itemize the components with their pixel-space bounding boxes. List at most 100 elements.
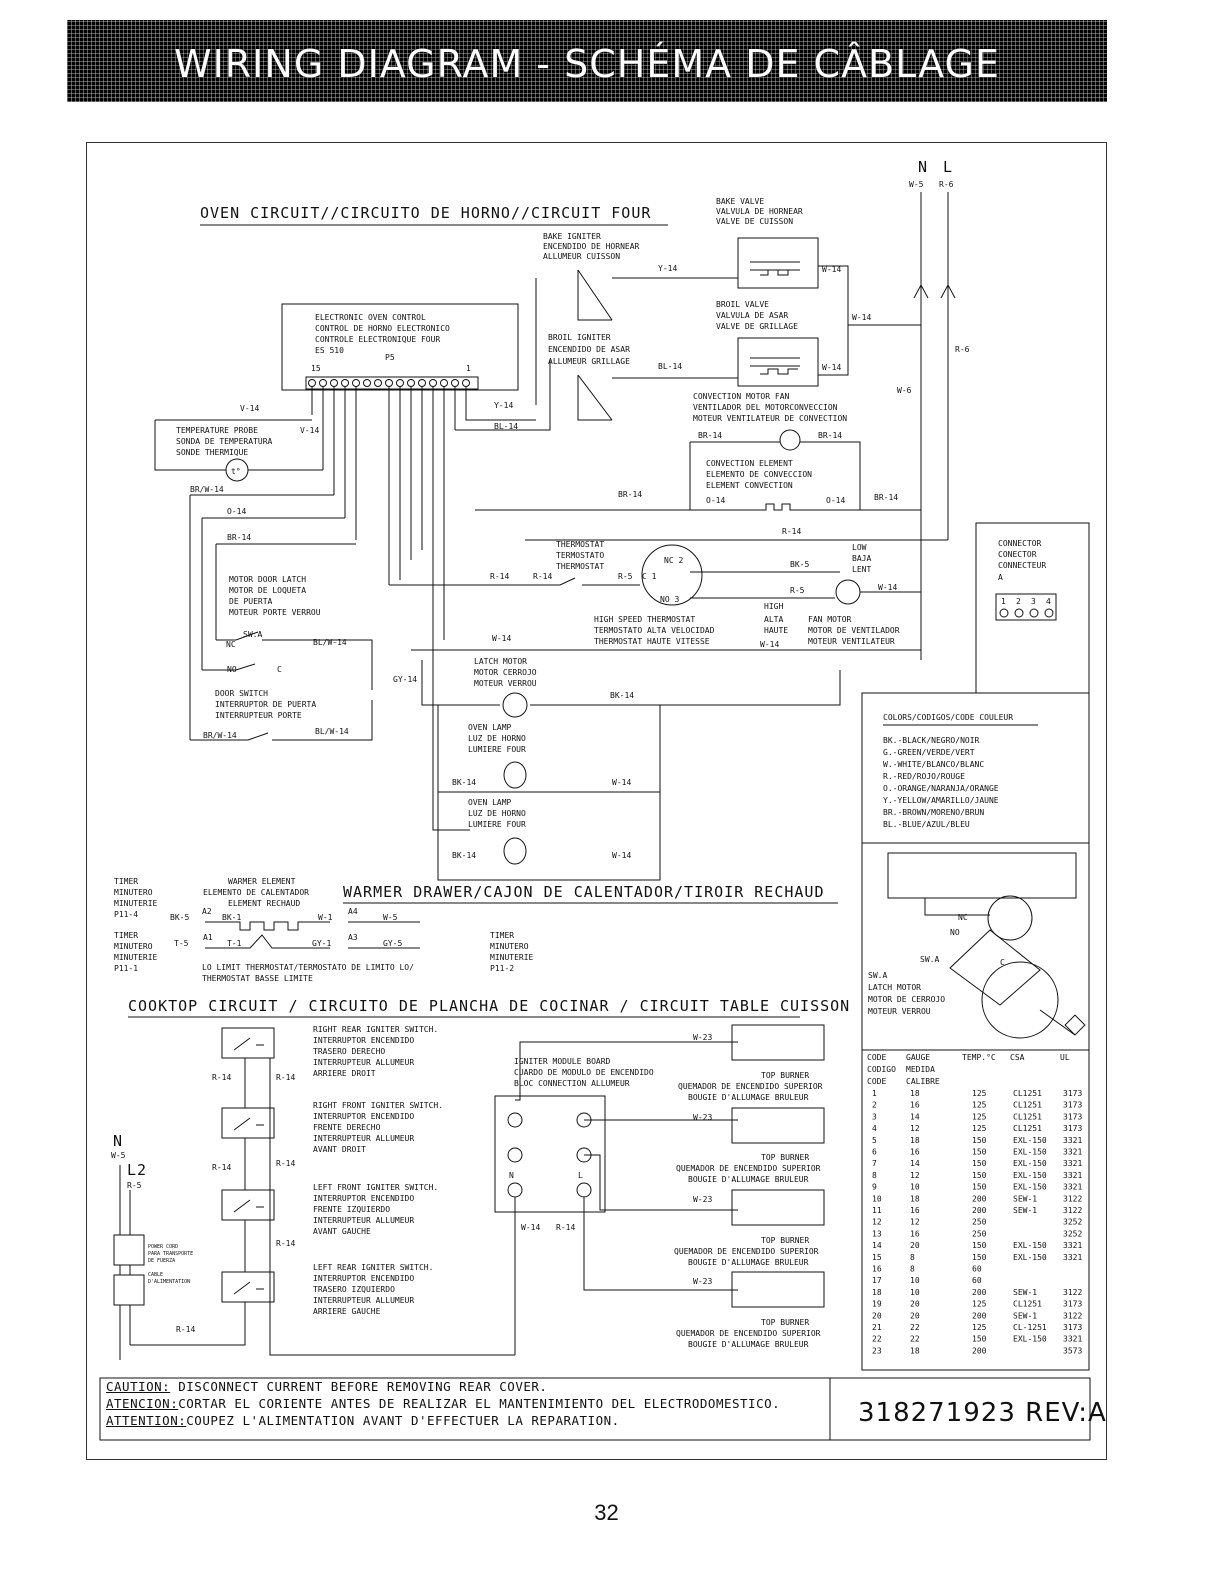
svg-text:INTERRUPTEUR ALLUMEUR: INTERRUPTEUR ALLUMEUR <box>313 1134 414 1143</box>
svg-text:W-14: W-14 <box>760 640 779 649</box>
gauge-cell: 12 <box>910 1171 920 1180</box>
thermostat: THERMOSTAT TERMOSTATO THERMOSTAT R-14 R-… <box>389 540 715 646</box>
svg-text:SONDE THERMIQUE: SONDE THERMIQUE <box>176 448 248 457</box>
gauge-cell: 3321 <box>1063 1159 1082 1168</box>
svg-text:BOUGIE D'ALLUMAGE BRULEUR: BOUGIE D'ALLUMAGE BRULEUR <box>688 1340 809 1349</box>
latch-motor-inset: NC NO C SW.A SW.A LATCH MOTOR MOTOR DE C… <box>861 842 1090 1051</box>
gauge-cell: 200 <box>972 1311 987 1320</box>
svg-text:MINUTERO: MINUTERO <box>114 942 153 951</box>
gauge-cell: 3321 <box>1063 1335 1082 1344</box>
title-banner: WIRING DIAGRAM - SCHÉMA DE CÂBLAGE <box>67 20 1107 102</box>
gauge-cell: 60 <box>972 1276 982 1285</box>
svg-text:BLOC CONNECTION ALLUMEUR: BLOC CONNECTION ALLUMEUR <box>514 1079 630 1088</box>
gauge-cell: 150 <box>972 1183 987 1192</box>
svg-text:BK-5: BK-5 <box>790 560 809 569</box>
w6-label: W-6 <box>897 386 912 395</box>
svg-text:R-5: R-5 <box>790 586 805 595</box>
gauge-cell: 150 <box>972 1335 987 1344</box>
gauge-cell: 3321 <box>1063 1136 1082 1145</box>
svg-text:BL/W-14: BL/W-14 <box>313 638 347 647</box>
part-number-box <box>829 1377 1091 1441</box>
svg-text:INTERRUPTOR ENCENDIDO: INTERRUPTOR ENCENDIDO <box>313 1274 414 1283</box>
svg-text:BROIL VALVE: BROIL VALVE <box>716 300 769 309</box>
svg-text:L2: L2 <box>127 1161 147 1179</box>
gauge-cell: 3321 <box>1063 1241 1082 1250</box>
bake-valve: BAKE VALVE VALVULA DE HORNEAR VALVE DE C… <box>716 197 841 289</box>
gauge-cell: 3321 <box>1063 1171 1082 1180</box>
svg-text:BR-14: BR-14 <box>874 493 898 502</box>
gauge-cell: 22 <box>872 1335 882 1344</box>
gauge-cell: 125 <box>972 1124 987 1133</box>
svg-text:CONVECTION ELEMENT: CONVECTION ELEMENT <box>706 459 793 468</box>
gauge-cell: EXL-150 <box>1013 1335 1047 1344</box>
svg-text:TOP BURNER: TOP BURNER <box>761 1318 809 1327</box>
gauge-cell: 125 <box>972 1323 987 1332</box>
bake-igniter: BAKE IGNITER ENCENDIDO DE HORNEAR ALLUME… <box>535 232 738 405</box>
svg-text:G.-GREEN/VERDE/VERT: G.-GREEN/VERDE/VERT <box>883 748 975 757</box>
cooktop-circuit: COOKTOP CIRCUIT / CIRCUITO DE PLANCHA DE… <box>111 997 849 1360</box>
svg-text:TRASERO IZQUIERDO: TRASERO IZQUIERDO <box>313 1285 395 1294</box>
svg-text:BROIL IGNITER: BROIL IGNITER <box>548 333 611 342</box>
gauge-cell: 16 <box>910 1229 920 1238</box>
gauge-cell: 17 <box>872 1276 882 1285</box>
gauge-cell: 3122 <box>1063 1194 1082 1203</box>
gauge-header: UL <box>1060 1053 1070 1062</box>
svg-text:T-1: T-1 <box>227 939 242 948</box>
gauge-cell: 18 <box>910 1194 920 1203</box>
gauge-cell: 10 <box>910 1183 920 1192</box>
svg-text:ENCENDIDO DE HORNEAR: ENCENDIDO DE HORNEAR <box>543 242 640 251</box>
svg-text:TIMER: TIMER <box>114 877 138 886</box>
svg-text:O-14: O-14 <box>227 507 246 516</box>
gauge-table-frame <box>861 1049 1090 1371</box>
svg-text:GY-5: GY-5 <box>383 939 402 948</box>
svg-text:BK-14: BK-14 <box>610 691 634 700</box>
svg-text:NO: NO <box>950 928 960 937</box>
svg-text:1: 1 <box>466 364 471 373</box>
gauge-cell: 18 <box>910 1346 920 1355</box>
svg-text:C 1: C 1 <box>642 572 657 581</box>
svg-text:VALVE DE CUISSON: VALVE DE CUISSON <box>716 217 793 226</box>
gauge-cell: 18 <box>910 1136 920 1145</box>
svg-text:BR-14: BR-14 <box>818 431 842 440</box>
svg-text:SW.A: SW.A <box>868 971 887 980</box>
gauge-cell: 16 <box>910 1101 920 1110</box>
svg-text:QUEMADOR DE ENCENDIDO SUPERIOR: QUEMADOR DE ENCENDIDO SUPERIOR <box>676 1329 821 1338</box>
gauge-cell: 18 <box>910 1089 920 1098</box>
svg-text:LUMIERE FOUR: LUMIERE FOUR <box>468 745 526 754</box>
gauge-cell: SEW-1 <box>1013 1194 1037 1203</box>
gauge-cell: 16 <box>872 1265 882 1274</box>
gauge-cell: 3573 <box>1063 1346 1082 1355</box>
l-label: L <box>943 158 953 176</box>
svg-text:SW.A: SW.A <box>243 630 262 639</box>
svg-text:ARRIERE GAUCHE: ARRIERE GAUCHE <box>313 1307 381 1316</box>
svg-text:MINUTERIE: MINUTERIE <box>114 899 158 908</box>
n-wire: W-5 <box>909 180 924 189</box>
gauge-header: CODIGO <box>867 1065 896 1074</box>
oven-circuit-heading: OVEN CIRCUIT//CIRCUITO DE HORNO//CIRCUIT… <box>200 204 651 222</box>
fan-motor: BK-5 R-5 LOW BAJA LENT HIGH ALTA HAUTE W… <box>411 543 921 651</box>
svg-text:2: 2 <box>1016 597 1021 606</box>
svg-text:MINUTERO: MINUTERO <box>114 888 153 897</box>
svg-text:V-14: V-14 <box>300 426 319 435</box>
svg-text:W-1: W-1 <box>318 913 333 922</box>
svg-text:W-14: W-14 <box>822 265 841 274</box>
svg-text:INTERRUPTOR ENCENDIDO: INTERRUPTOR ENCENDIDO <box>313 1194 414 1203</box>
broil-igniter: BROIL IGNITER ENCENDIDO DE ASAR ALLUMEUR… <box>548 333 738 421</box>
svg-text:CONNECTOR: CONNECTOR <box>998 539 1042 548</box>
svg-text:BR/W-14: BR/W-14 <box>190 485 224 494</box>
svg-text:W-14: W-14 <box>852 313 871 322</box>
svg-text:R.-RED/ROJO/ROUGE: R.-RED/ROJO/ROUGE <box>883 772 965 781</box>
gauge-cell: 15 <box>872 1253 882 1262</box>
svg-text:Y.-YELLOW/AMARILLO/JAUNE: Y.-YELLOW/AMARILLO/JAUNE <box>883 796 999 805</box>
svg-text:1: 1 <box>1001 597 1006 606</box>
svg-text:BL-14: BL-14 <box>494 422 518 431</box>
svg-text:MOTOR DE CERROJO: MOTOR DE CERROJO <box>868 995 945 1004</box>
svg-text:TOP BURNER: TOP BURNER <box>761 1153 809 1162</box>
svg-text:HIGH SPEED THERMOSTAT: HIGH SPEED THERMOSTAT <box>594 615 695 624</box>
svg-text:ELEMENT CONVECTION: ELEMENT CONVECTION <box>706 481 793 490</box>
svg-text:BR.-BROWN/MORENO/BRUN: BR.-BROWN/MORENO/BRUN <box>883 808 984 817</box>
gauge-cell: 9 <box>872 1183 877 1192</box>
gauge-cell: 250 <box>972 1229 987 1238</box>
svg-text:W-14: W-14 <box>612 851 631 860</box>
